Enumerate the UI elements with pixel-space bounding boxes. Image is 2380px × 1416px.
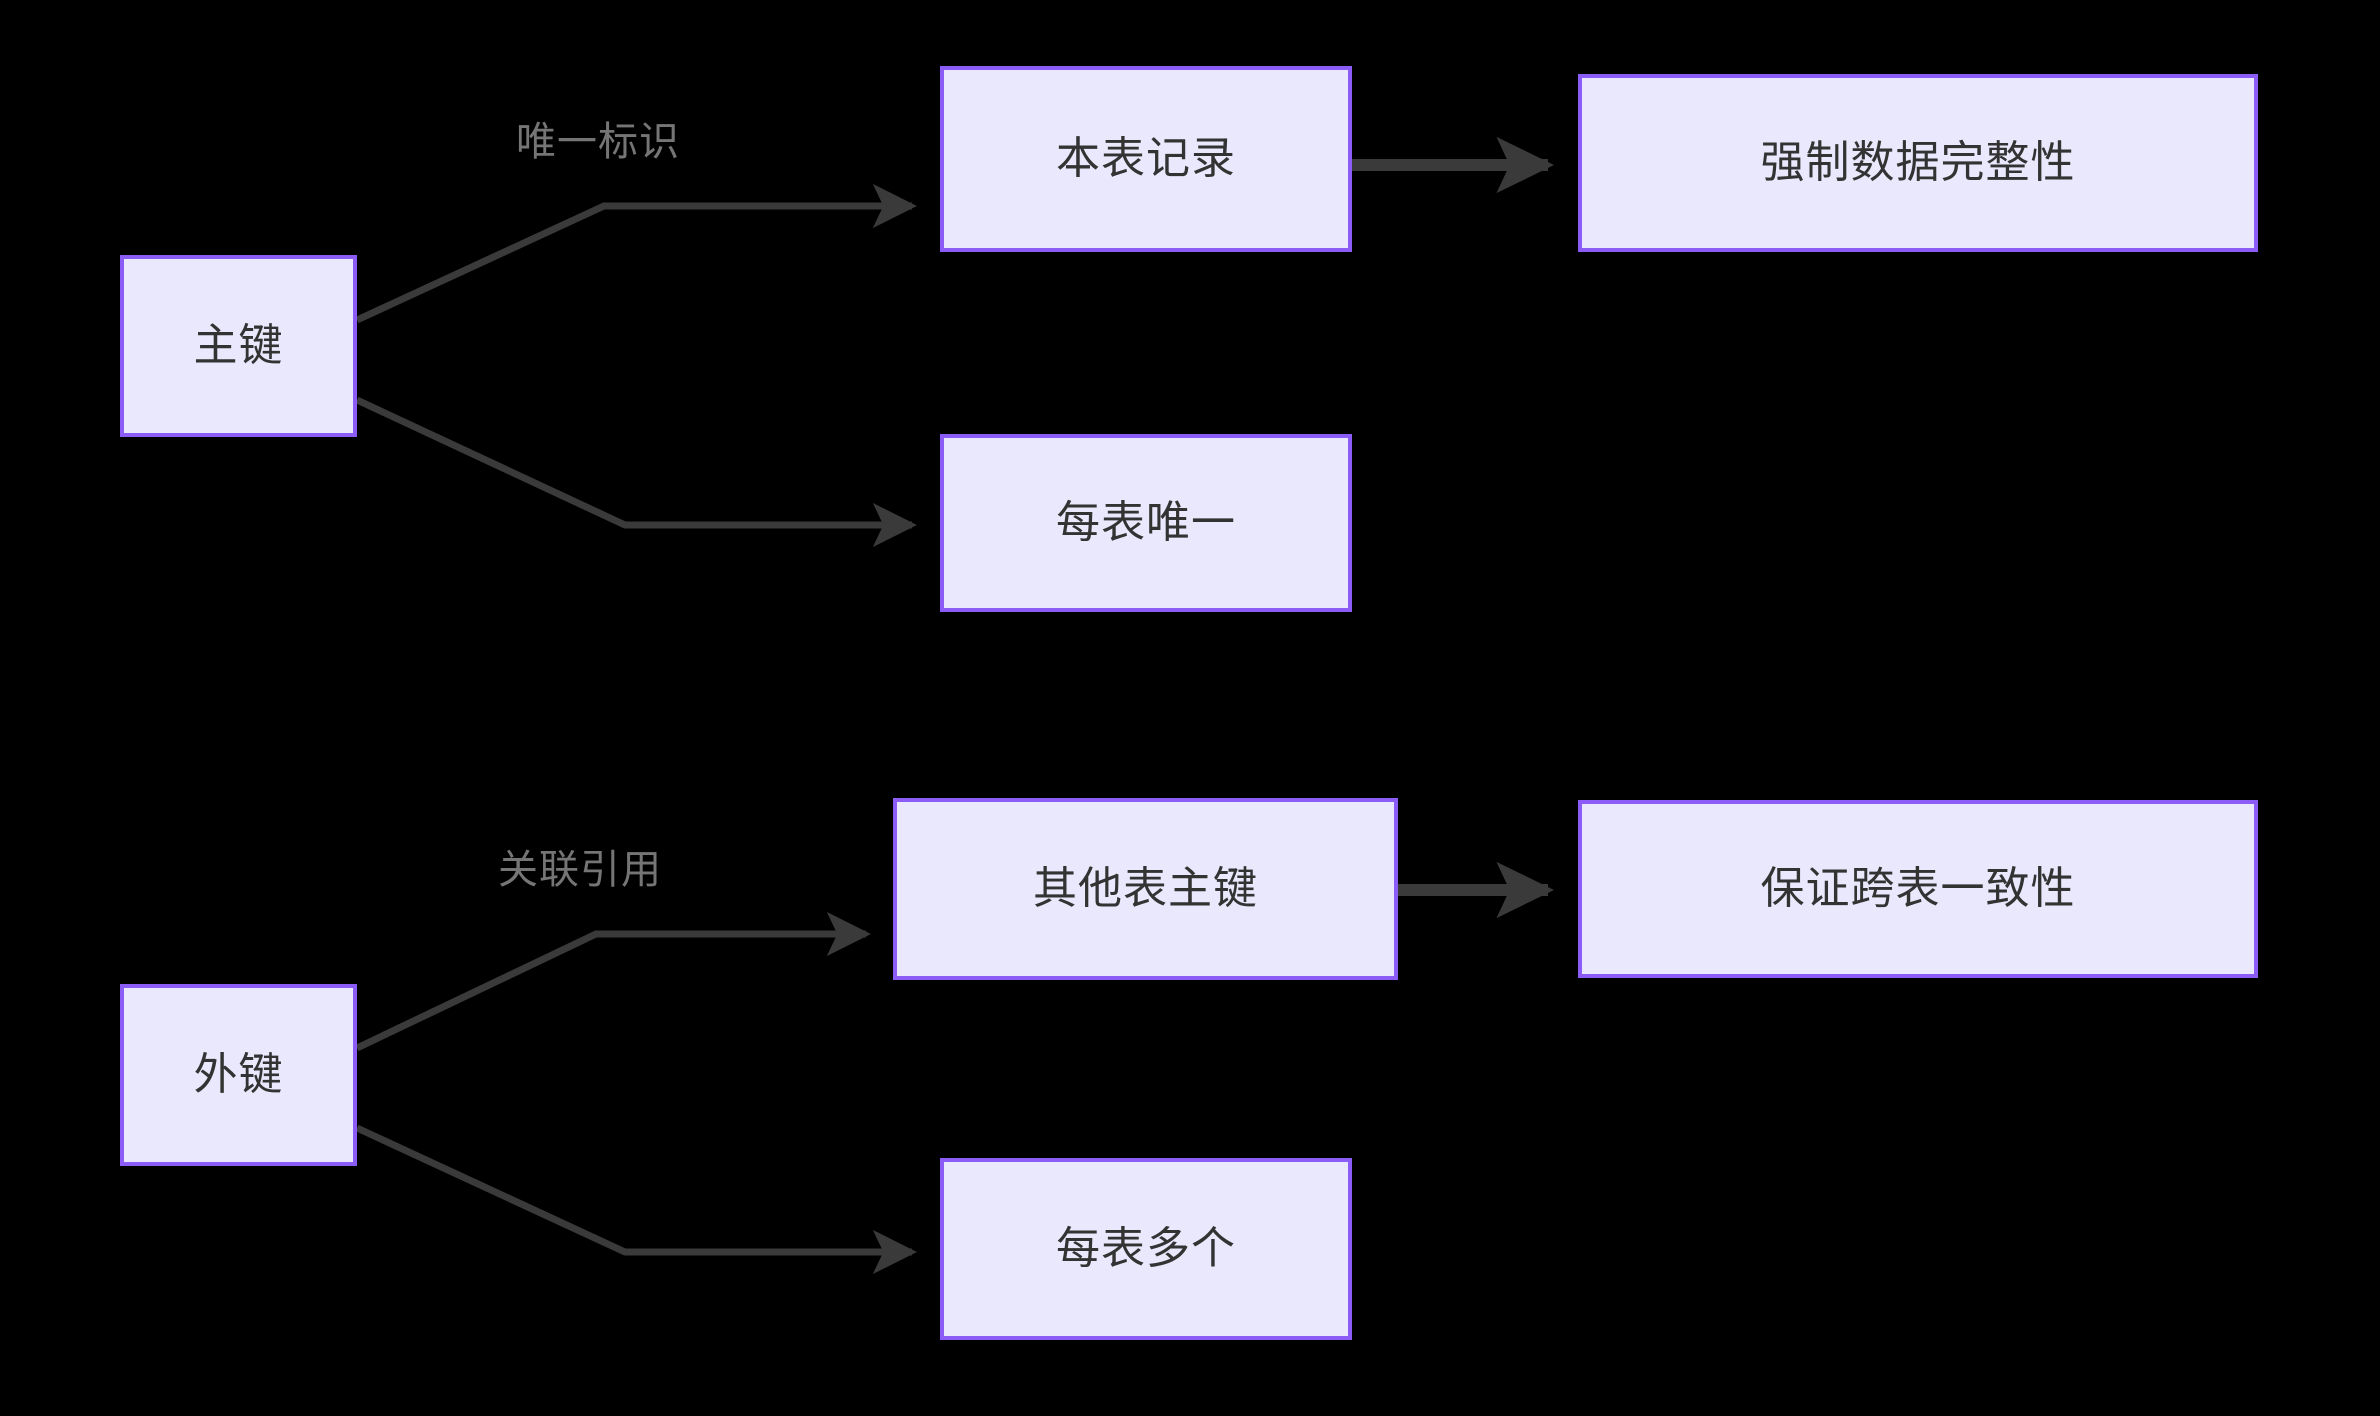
node-primary-key-label: 主键 [193,320,284,370]
node-guarantee-cross-table-consistency-label: 保证跨表一致性 [1760,863,2076,913]
node-unique-per-table[interactable]: 每表唯一 [940,434,1352,612]
node-foreign-key-label: 外键 [193,1049,284,1099]
node-guarantee-cross-table-consistency[interactable]: 保证跨表一致性 [1578,800,2258,978]
node-unique-per-table-label: 每表唯一 [1056,497,1236,547]
node-multiple-per-table-label: 每表多个 [1056,1223,1236,1273]
node-other-table-primary-key-label: 其他表主键 [1033,863,1258,913]
node-foreign-key[interactable]: 外键 [120,984,357,1166]
edge-fk-root-to-child-2 [355,1124,917,1275]
edge-label-association-reference: 关联引用 [498,848,662,892]
node-multiple-per-table[interactable]: 每表多个 [940,1158,1352,1340]
node-other-table-primary-key[interactable]: 其他表主键 [893,798,1398,980]
node-enforce-data-integrity-label: 强制数据完整性 [1760,137,2076,187]
edge-pk-root-to-child-2 [355,396,917,548]
edge-pk-root-to-child-1 [355,183,917,324]
edge-fk-root-to-child-1 [355,911,871,1052]
node-this-table-records-label: 本表记录 [1056,133,1236,183]
node-enforce-data-integrity[interactable]: 强制数据完整性 [1578,74,2258,252]
edge-label-unique-identifier: 唯一标识 [516,120,680,164]
node-primary-key[interactable]: 主键 [120,255,357,437]
node-this-table-records[interactable]: 本表记录 [940,66,1352,252]
